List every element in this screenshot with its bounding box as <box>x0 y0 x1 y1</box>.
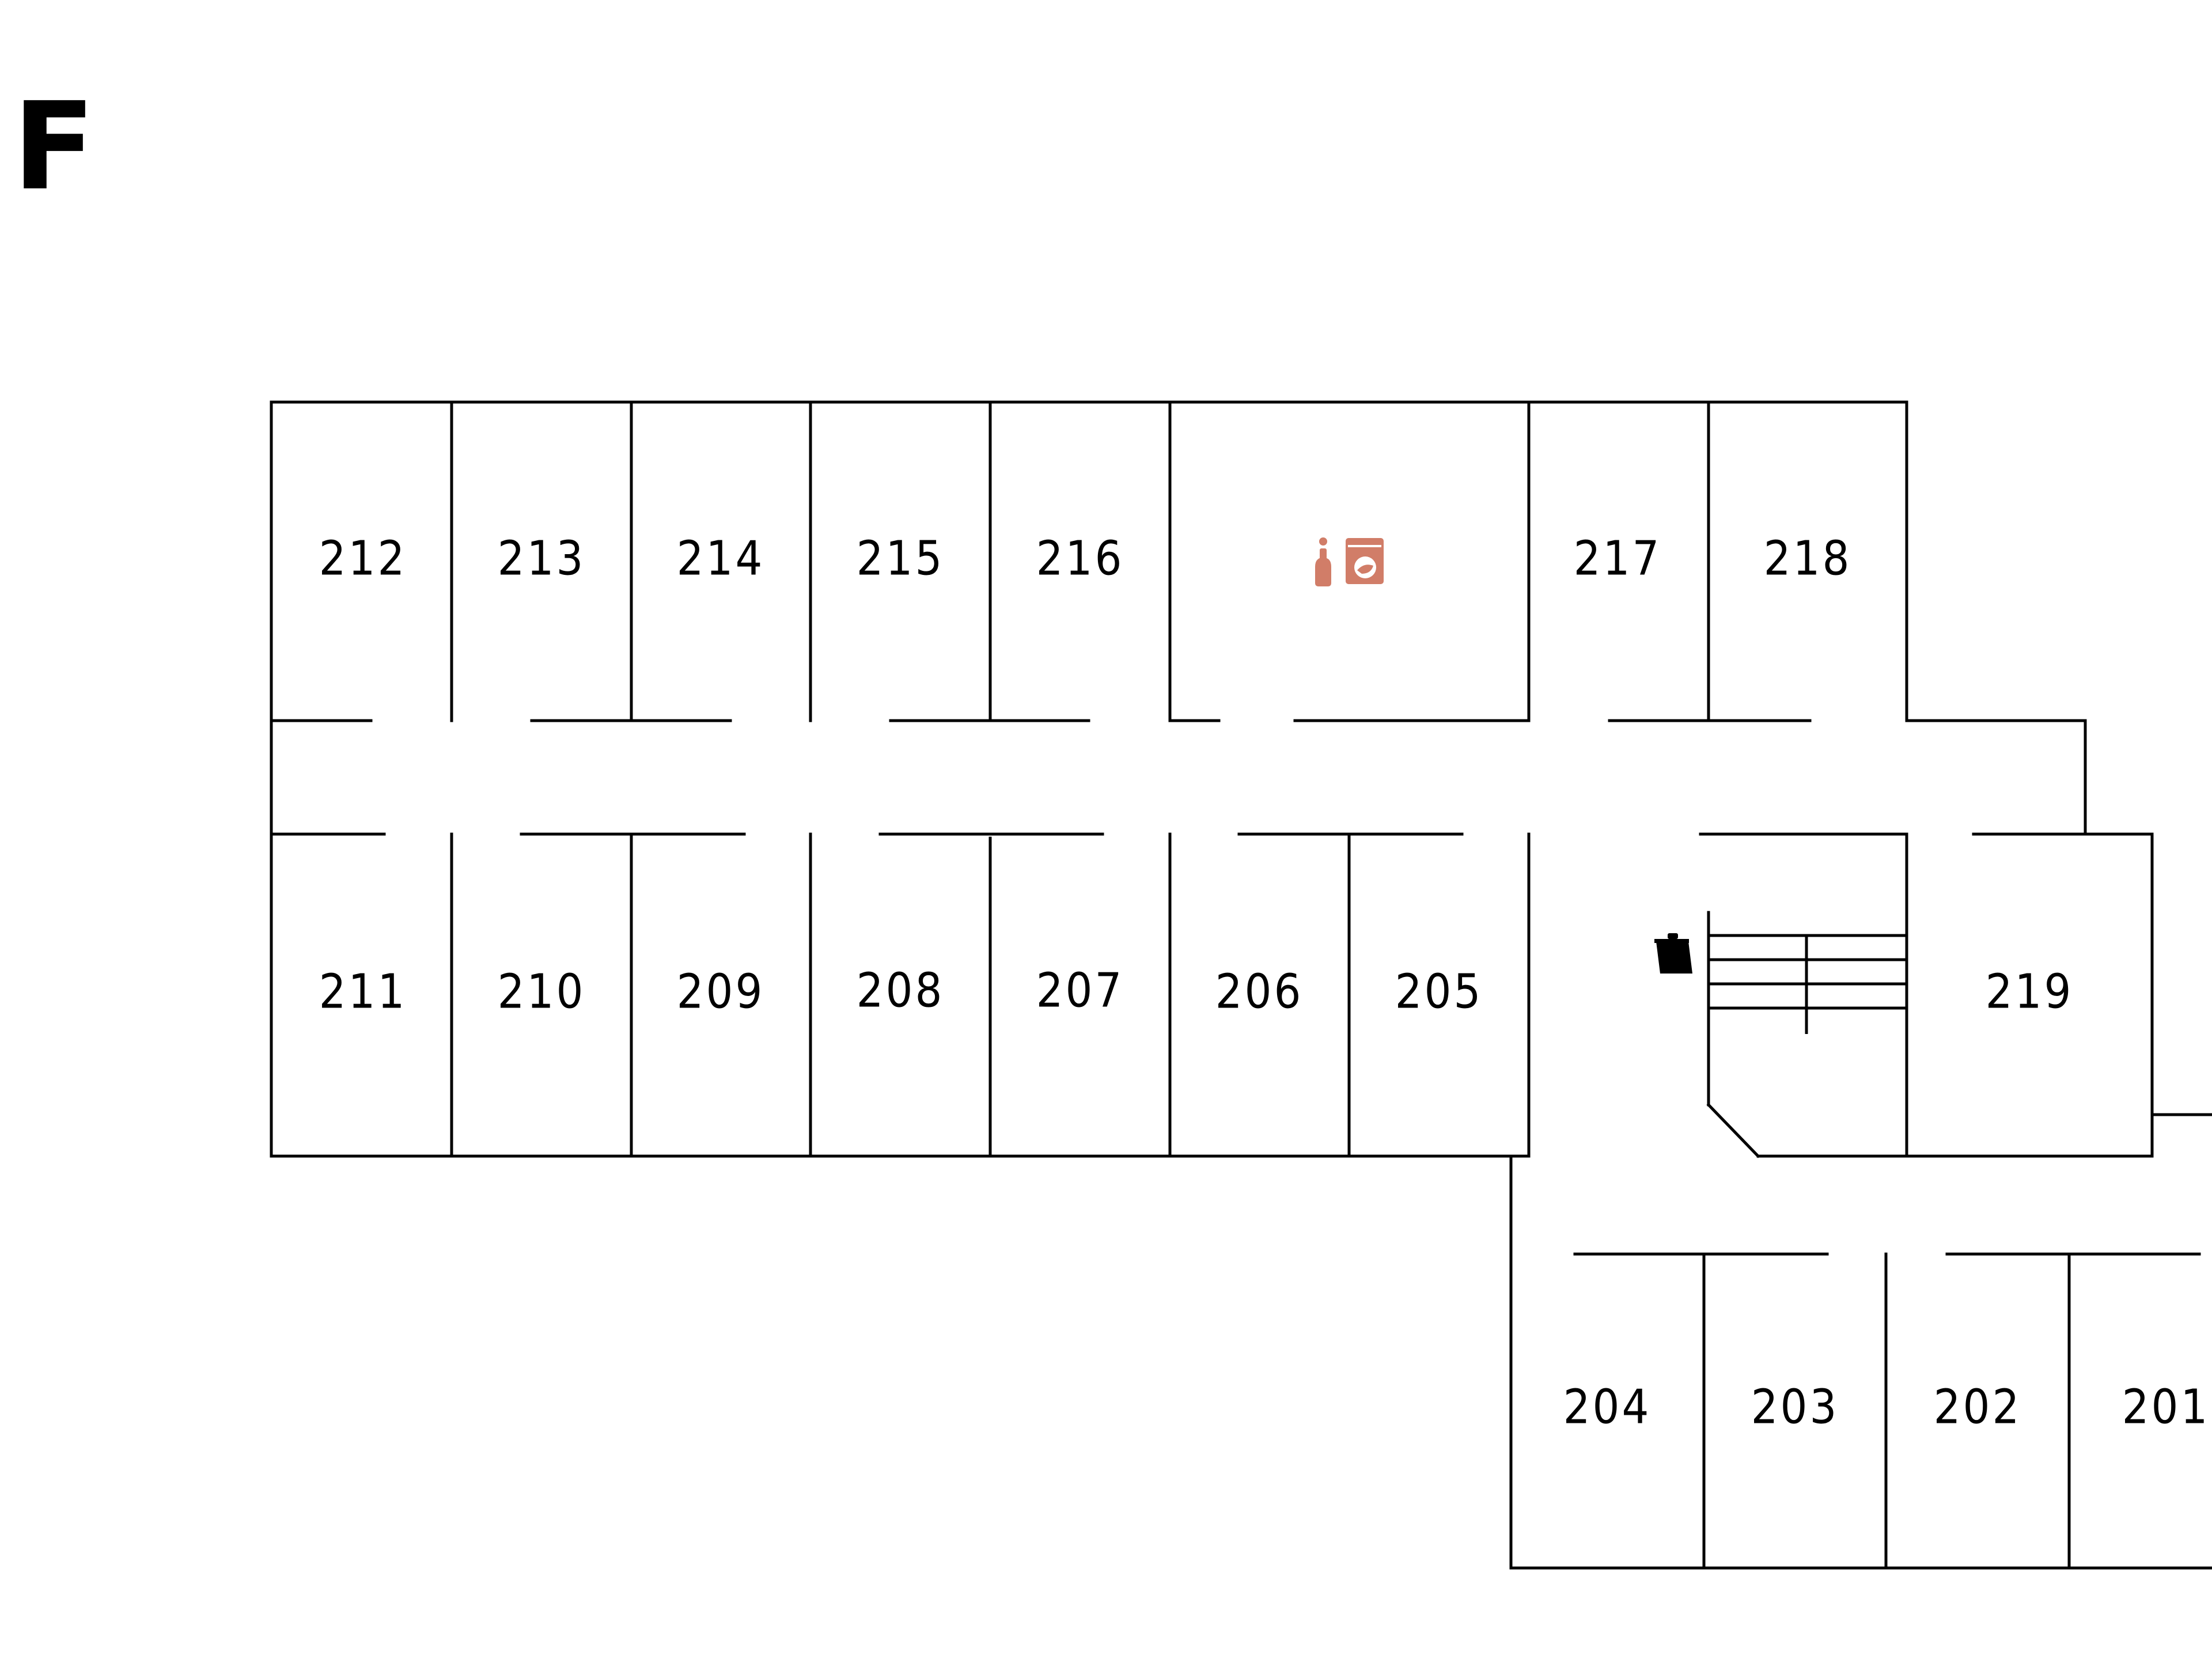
walls <box>270 400 2212 1570</box>
room-206[interactable]: 206 <box>1215 964 1304 1019</box>
room-208[interactable]: 208 <box>857 963 945 1018</box>
room-203[interactable]: 203 <box>1751 1380 1839 1434</box>
room-205[interactable]: 205 <box>1395 964 1483 1019</box>
room-213[interactable]: 213 <box>498 531 586 586</box>
room-labels: 212 213 214 215 216 217 218 211 210 209 … <box>319 531 2210 1434</box>
room-217[interactable]: 217 <box>1574 531 1662 586</box>
room-210[interactable]: 210 <box>498 964 586 1019</box>
room-204[interactable]: 204 <box>1563 1380 1652 1434</box>
room-215[interactable]: 215 <box>857 531 945 586</box>
room-218[interactable]: 218 <box>1764 531 1852 586</box>
room-212[interactable]: 212 <box>319 531 407 586</box>
room-207[interactable]: 207 <box>1036 963 1124 1018</box>
washing-machine-icon <box>1346 538 1384 584</box>
staircase <box>1709 934 1907 1034</box>
room-214[interactable]: 214 <box>677 531 765 586</box>
detergent-bottle-icon <box>1315 537 1331 586</box>
room-219[interactable]: 219 <box>1986 964 2074 1019</box>
laundry-room[interactable] <box>1315 537 1384 586</box>
room-209[interactable]: 209 <box>677 964 765 1019</box>
room-202[interactable]: 202 <box>1934 1380 2022 1434</box>
room-201[interactable]: 201 <box>2122 1380 2210 1434</box>
room-211[interactable]: 211 <box>319 964 407 1019</box>
trash-bin-icon <box>1654 933 1692 974</box>
floor-label: F <box>13 76 96 217</box>
room-216[interactable]: 216 <box>1036 531 1124 586</box>
